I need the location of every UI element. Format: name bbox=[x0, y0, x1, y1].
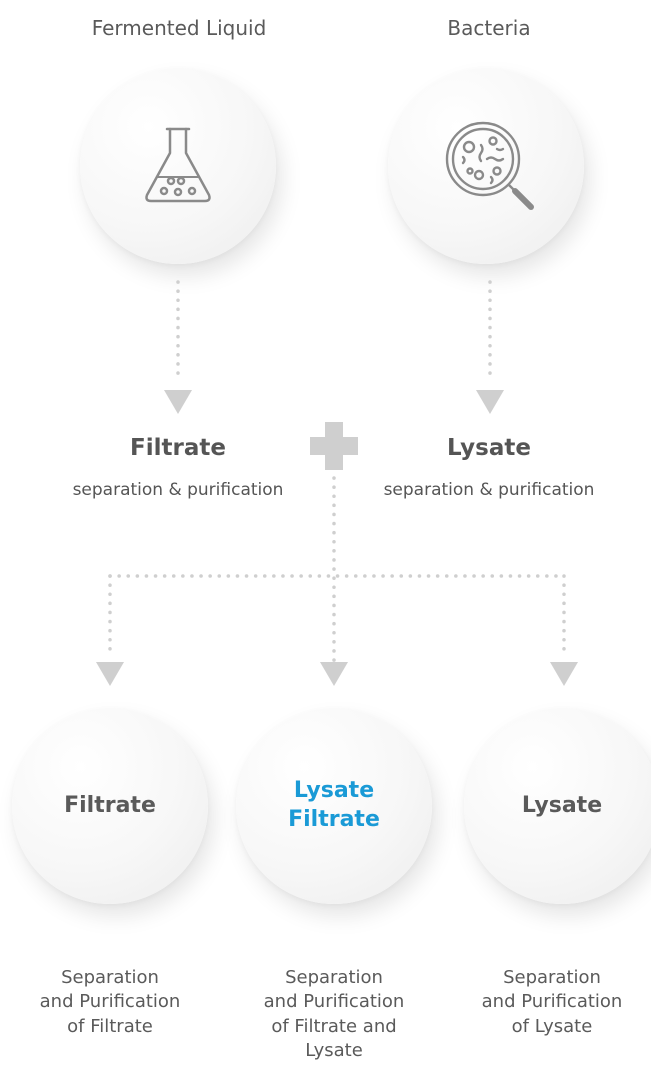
output-circle-filtrate: Filtrate bbox=[12, 708, 208, 904]
plus-icon bbox=[310, 422, 358, 470]
middle-title-filtrate: Filtrate bbox=[130, 435, 226, 461]
desc-line: of Lysate bbox=[511, 1015, 593, 1037]
arrow-down-filtrate bbox=[164, 390, 192, 414]
desc-line: of Filtrate bbox=[67, 1015, 153, 1037]
output-desc-lysate-filtrate: Separation and Purification of Filtrate … bbox=[239, 966, 429, 1063]
source-label-bacteria: Bacteria bbox=[447, 16, 531, 40]
middle-sub-filtrate: separation & purification bbox=[72, 480, 284, 500]
output-label-lysate: Lysate bbox=[293, 778, 375, 804]
output-circle-lysate-filtrate: Lysate Filtrate bbox=[236, 708, 432, 904]
desc-line: Separation bbox=[61, 967, 159, 988]
flask-icon bbox=[145, 127, 211, 203]
desc-line: Lysate bbox=[305, 1039, 363, 1061]
output-circle-lysate: Lysate bbox=[464, 708, 651, 904]
bacteria-circle bbox=[388, 68, 584, 264]
output-desc-filtrate: Separation and Purification of Filtrate bbox=[15, 966, 205, 1039]
output-label-lysate-only: Lysate bbox=[521, 792, 603, 818]
desc-line: Separation bbox=[285, 967, 383, 988]
desc-line: and Purification bbox=[481, 991, 623, 1013]
middle-title-lysate: Lysate bbox=[447, 435, 531, 461]
desc-line: and Purification bbox=[263, 991, 405, 1013]
middle-sub-lysate: separation & purification bbox=[383, 480, 595, 500]
arrow-down-lysate bbox=[476, 390, 504, 414]
arrow-down-out-left bbox=[96, 662, 124, 686]
desc-line: of Filtrate and bbox=[271, 1015, 397, 1037]
source-label-fermented-liquid: Fermented Liquid bbox=[91, 16, 267, 40]
fermented-liquid-circle bbox=[80, 68, 276, 264]
magnifier-bacteria-icon bbox=[445, 121, 534, 210]
arrow-down-out-center bbox=[320, 662, 348, 686]
output-desc-lysate: Separation and Purification of Lysate bbox=[457, 966, 647, 1039]
output-label-filtrate-combined: Filtrate bbox=[288, 807, 380, 832]
desc-line: and Purification bbox=[39, 991, 181, 1013]
desc-line: Separation bbox=[503, 967, 601, 988]
output-label-filtrate: Filtrate bbox=[64, 792, 156, 818]
arrow-down-out-right bbox=[550, 662, 578, 686]
